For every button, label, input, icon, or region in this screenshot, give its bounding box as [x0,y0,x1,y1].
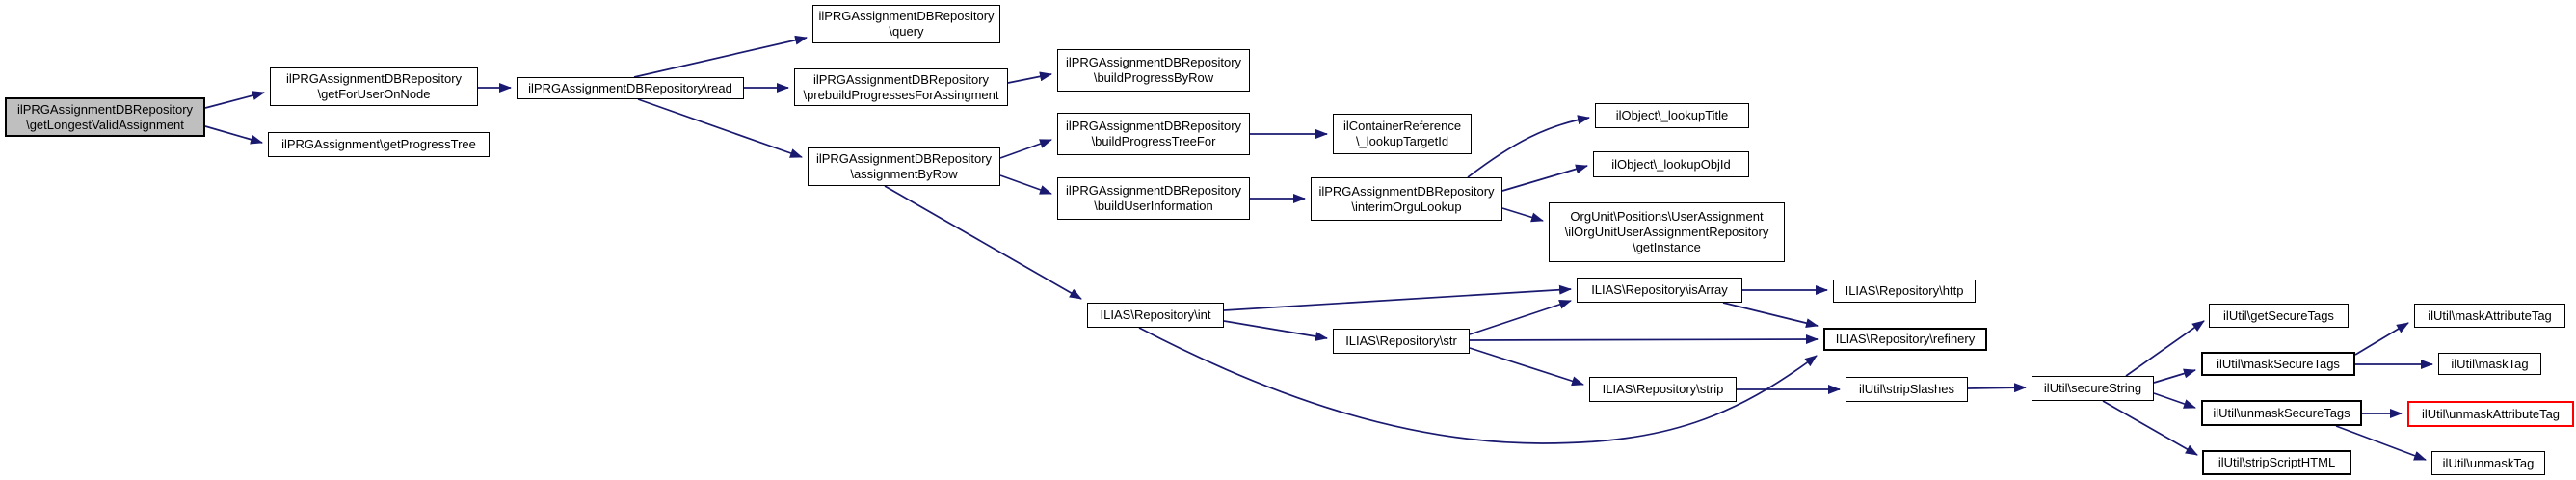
edge-read--query [633,35,808,78]
node-buildProgressByRow[interactable]: ilPRGAssignmentDBRepository \buildProgre… [1057,49,1250,92]
edge-secureString--stripScriptHTML [2102,400,2198,456]
edge-interimOrguLookup--lookupTitle [1467,115,1590,178]
edge-assignmentByRow--buildProgressTreeFor [999,139,1052,159]
edge-secureString--getSecureTags [2125,320,2205,377]
node-lookupObjId[interactable]: ilObject\_lookupObjId [1593,151,1749,177]
node-interimOrguLookup[interactable]: ilPRGAssignmentDBRepository \interimOrgu… [1311,177,1502,221]
edge-isArray--refinery [1722,302,1819,329]
edge-stripSlashes--secureString [1967,383,2027,393]
node-stripScriptHTML[interactable]: ilUtil\stripScriptHTML [2202,450,2351,475]
node-secureString[interactable]: ilUtil\secureString [2032,376,2154,401]
node-buildUserInformation[interactable]: ilPRGAssignmentDBRepository \buildUserIn… [1057,177,1250,220]
node-getInstance[interactable]: OrgUnit\Positions\UserAssignment \ilOrgU… [1549,202,1785,262]
edge-read--assignmentByRow [637,98,803,158]
node-lookupTitle[interactable]: ilObject\_lookupTitle [1595,103,1749,128]
node-stripSlashes[interactable]: ilUtil\stripSlashes [1846,377,1968,402]
edge-unmaskSecureTags--unmaskTag [2335,425,2427,461]
node-refinery[interactable]: ILIAS\Repository\refinery [1823,328,1987,351]
node-read[interactable]: ilPRGAssignmentDBRepository\read [517,77,744,99]
edge-str--strip [1469,347,1584,387]
node-unmaskSecureTags[interactable]: ilUtil\unmaskSecureTags [2201,400,2362,426]
node-int[interactable]: ILIAS\Repository\int [1087,303,1224,328]
edge-str--isArray [1469,300,1572,335]
edge-secureString--unmaskSecureTags [2153,392,2196,409]
node-buildProgressTreeFor[interactable]: ilPRGAssignmentDBRepository \buildProgre… [1057,113,1250,155]
node-maskTag[interactable]: ilUtil\maskTag [2438,353,2541,375]
node-str[interactable]: ILIAS\Repository\str [1333,329,1470,354]
node-http[interactable]: ILIAS\Repository\http [1833,280,1976,303]
edge-assignmentByRow--buildUserInformation [999,174,1052,195]
edge-int--refinery [1138,327,1818,444]
node-getProgressTree[interactable]: ilPRGAssignment\getProgressTree [268,132,490,157]
node-getForUserOnNode[interactable]: ilPRGAssignmentDBRepository \getForUserO… [270,67,478,106]
edge-interimOrguLookup--getInstance [1501,207,1544,223]
node-maskAttributeTag[interactable]: ilUtil\maskAttributeTag [2414,304,2565,328]
node-strip[interactable]: ILIAS\Repository\strip [1589,377,1737,402]
node-query[interactable]: ilPRGAssignmentDBRepository \query [812,5,1000,43]
edge-getLongestValidAssignment--getProgressTree [204,125,263,145]
edge-str--refinery [1469,334,1819,345]
edge-interimOrguLookup--lookupObjId [1501,164,1588,192]
node-maskSecureTags[interactable]: ilUtil\maskSecureTags [2201,352,2355,376]
node-isArray[interactable]: ILIAS\Repository\isArray [1577,278,1742,303]
node-prebuildProgressesForAssingment[interactable]: ilPRGAssignmentDBRepository \prebuildPro… [794,68,1008,106]
node-unmaskTag[interactable]: ilUtil\unmaskTag [2431,451,2545,475]
edge-prebuildProgressesForAssingment--buildProgressByRow [1007,71,1052,84]
edge-secureString--maskSecureTags [2153,368,2196,384]
node-assignmentByRow[interactable]: ilPRGAssignmentDBRepository \assignmentB… [808,147,1000,186]
edge-maskSecureTags--maskAttributeTag [2354,322,2409,356]
node-getLongestValidAssignment[interactable]: ilPRGAssignmentDBRepository \getLongestV… [5,97,205,137]
edge-int--isArray [1223,284,1572,311]
edge-getLongestValidAssignment--getForUserOnNode [204,91,265,109]
node-unmaskAttributeTag[interactable]: ilUtil\unmaskAttributeTag [2407,401,2574,427]
edge-assignmentByRow--int [884,185,1082,300]
node-lookupTargetId[interactable]: ilContainerReference \_lookupTargetId [1333,114,1472,154]
edge-int--str [1223,320,1328,341]
node-getSecureTags[interactable]: ilUtil\getSecureTags [2209,304,2349,328]
